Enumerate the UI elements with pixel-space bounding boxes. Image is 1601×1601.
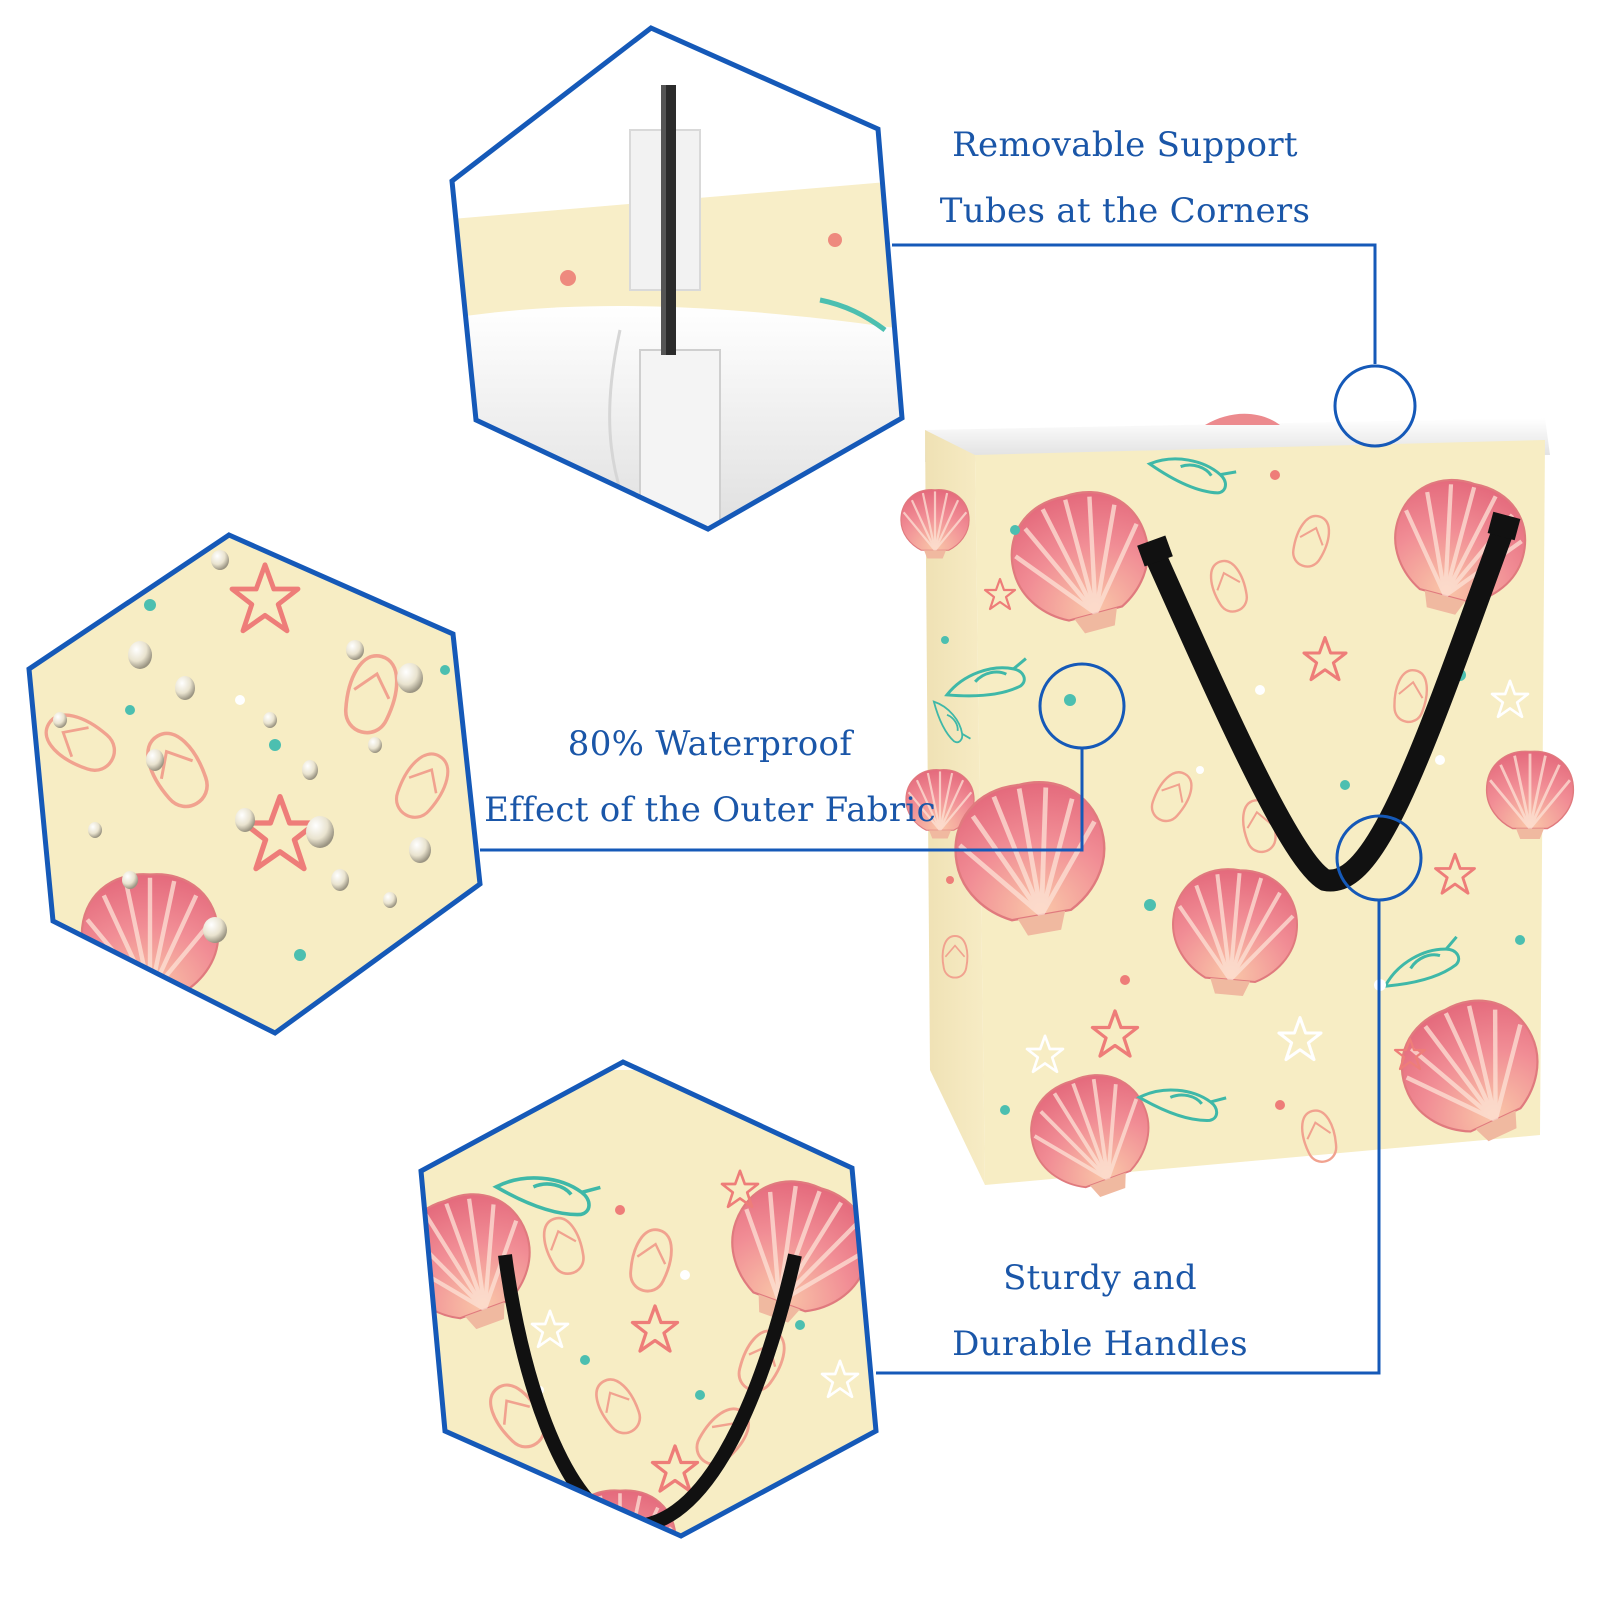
feature-label-line: Removable Support xyxy=(952,125,1298,165)
feature-label-waterproof: 80% Waterproof Effect of the Outer Fabri… xyxy=(480,711,940,843)
basket-side-pattern xyxy=(899,488,976,979)
feature-label-support-tubes: Removable Support Tubes at the Corners xyxy=(935,112,1315,244)
feature-label-line: Sturdy and xyxy=(1003,1258,1197,1298)
callout-connectors xyxy=(480,243,1423,1375)
basket-handle xyxy=(1144,521,1516,892)
hexagon-frame xyxy=(418,1059,879,1539)
storage-basket xyxy=(899,413,1575,1215)
support-tube-closeup xyxy=(449,25,905,532)
feature-label-handles: Sturdy and Durable Handles xyxy=(935,1245,1265,1377)
feature-label-line: Tubes at the Corners xyxy=(939,191,1311,231)
waterproof-fabric-closeup xyxy=(26,532,483,1036)
feature-label-line: Durable Handles xyxy=(952,1324,1248,1364)
hexagon-frame xyxy=(449,25,905,532)
water-drop-icon xyxy=(53,550,431,943)
feature-label-line: Effect of the Outer Fabric xyxy=(484,790,936,830)
hexagon-frame xyxy=(26,532,483,1036)
handle-closeup xyxy=(418,1059,879,1539)
feature-label-line: 80% Waterproof xyxy=(567,724,853,764)
